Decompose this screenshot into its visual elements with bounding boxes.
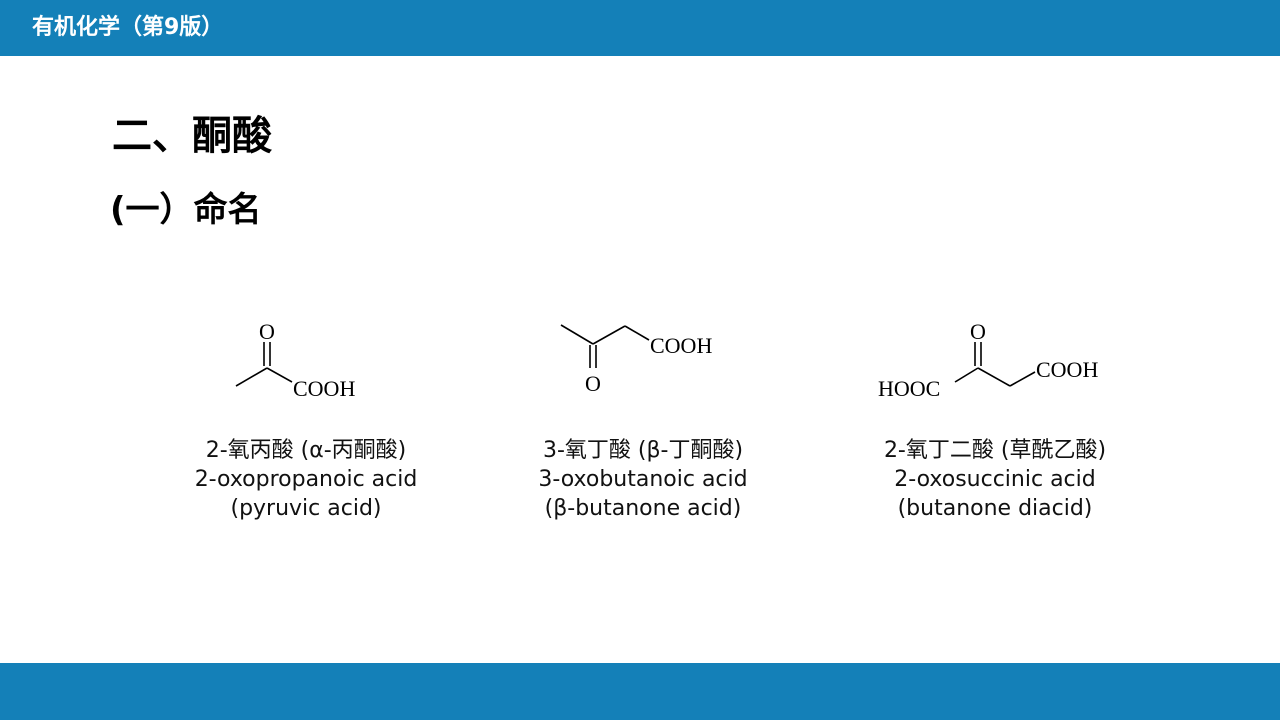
chinese-name: 3-氧丁酸 (β-丁酮酸) [542, 438, 744, 463]
carboxyl-label: COOH [650, 333, 712, 358]
iupac-name: 2-oxopropanoic acid [194, 467, 418, 492]
bond-methylene [592, 325, 626, 345]
right-carboxyl-label: COOH [1036, 357, 1098, 382]
section-title: 二、酮酸 [112, 113, 272, 159]
compound-names: 3-氧丁酸 (β-丁酮酸) 3-oxobutanoic acid (β-buta… [463, 436, 823, 523]
common-name: (butanone diacid) [897, 496, 1093, 521]
chinese-name: 2-氧丙酸 (α-丙酮酸) [205, 438, 407, 463]
oxygen-label: O [585, 371, 601, 396]
bond-methyl [235, 367, 268, 387]
compound-names: 2-氧丁二酸 (草酰乙酸) 2-oxosuccinic acid (butano… [815, 436, 1175, 523]
iupac-name: 3-oxobutanoic acid [538, 467, 748, 492]
book-title: 有机化学（第9版） [32, 15, 224, 40]
header-bar: 有机化学（第9版） [0, 0, 1280, 56]
footer-bar [0, 663, 1280, 720]
bond-methyl [560, 324, 594, 345]
left-carboxyl-label: HOOC [878, 376, 940, 401]
oxygen-label: O [970, 319, 986, 344]
carboxyl-label: COOH [293, 376, 355, 401]
bond-carboxyl [266, 367, 293, 383]
chinese-name: 2-氧丁二酸 (草酰乙酸) [883, 438, 1107, 463]
common-name: (β-butanone acid) [544, 496, 742, 521]
bond-left-carboxyl [954, 367, 979, 383]
bond-right-carboxyl [1009, 371, 1036, 387]
common-name: (pyruvic acid) [230, 496, 382, 521]
oxaloacetic-acid-structure: O HOOC COOH [878, 319, 1098, 401]
subsection-title: (一）命名 [110, 190, 262, 230]
iupac-name: 2-oxosuccinic acid [894, 467, 1096, 492]
pyruvic-acid-structure: O COOH [235, 319, 355, 401]
acetoacetic-acid-structure: O COOH [560, 324, 712, 396]
compound-names: 2-氧丙酸 (α-丙酮酸) 2-oxopropanoic acid (pyruv… [126, 436, 486, 523]
bond-carboxyl [624, 325, 650, 341]
oxygen-label: O [259, 319, 275, 344]
bond-methylene [977, 367, 1011, 387]
